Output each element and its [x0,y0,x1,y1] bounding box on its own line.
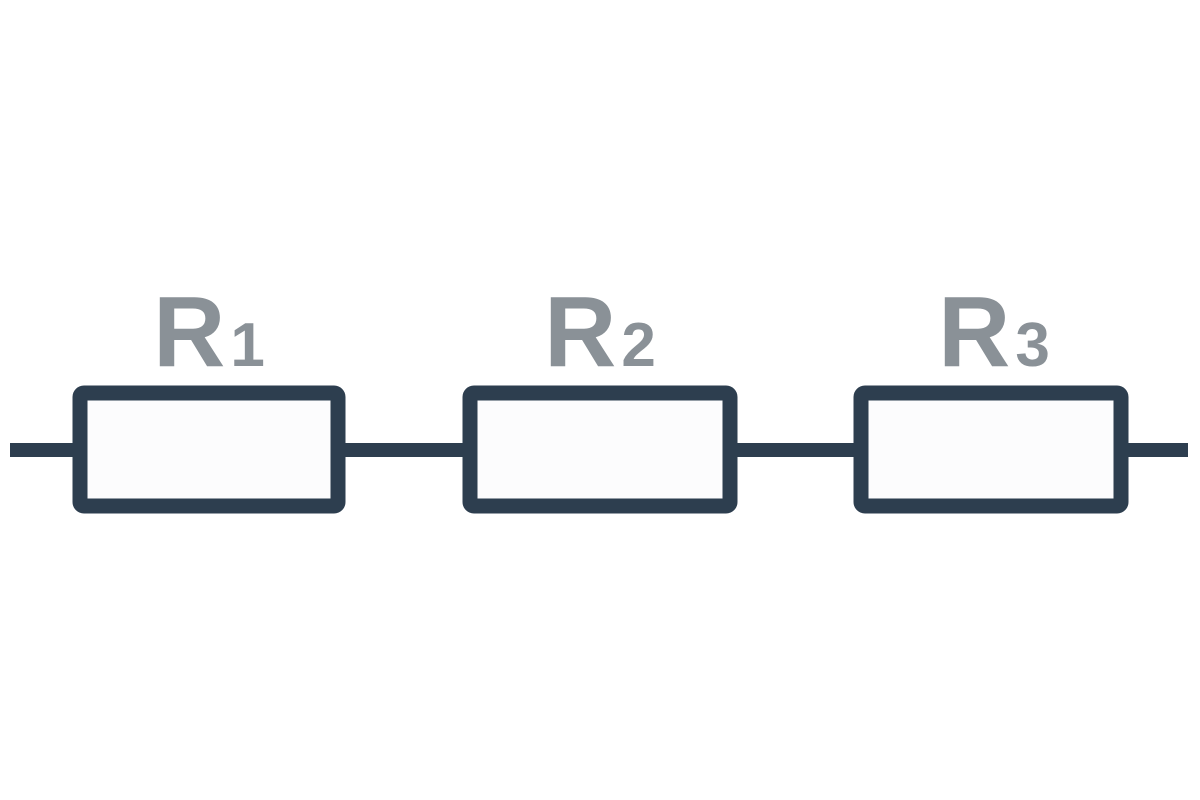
resistor-r3-label: R3 [938,276,1050,388]
resistor-r2-body [462,385,738,514]
resistor-r2: R2 [462,276,738,514]
resistor-r1-label: R1 [153,276,265,388]
resistor-r2-label: R2 [544,276,656,388]
resistor-r3-body [853,385,1129,514]
resistor-r1-body [72,385,346,514]
resistor-r3: R3 [853,276,1129,514]
resistor-r1: R1 [72,276,346,514]
